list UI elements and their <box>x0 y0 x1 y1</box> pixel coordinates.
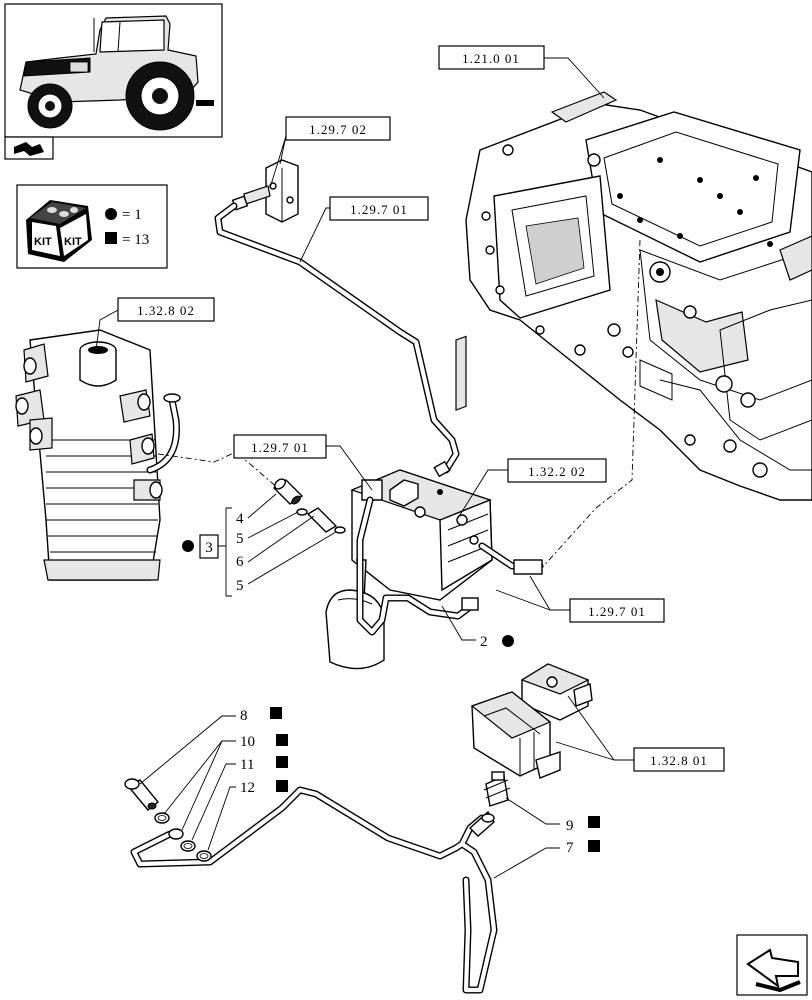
square-marker-icon <box>276 756 288 768</box>
leader-ref-1210 <box>544 57 605 99</box>
sensor-valve-upper <box>520 663 593 721</box>
leader-ref-12971-top <box>299 207 330 263</box>
callout-5b[interactable]: 5 <box>236 578 244 594</box>
fitting-8 <box>124 778 159 811</box>
ref-box-13222[interactable] <box>507 458 607 483</box>
leader-7 <box>493 847 560 879</box>
leader-2 <box>441 605 476 641</box>
ref-box-12972[interactable] <box>285 116 391 141</box>
ref-label-12972-top: 1.29.7 02 <box>309 122 367 137</box>
square-marker-icon <box>588 816 600 828</box>
ref-label-13222: 1.32.2 02 <box>528 464 586 479</box>
top-valve-block <box>231 159 299 223</box>
callout-3: 3 <box>205 540 213 556</box>
alignment-line-left <box>157 451 279 489</box>
callout-9[interactable]: 9 <box>566 818 574 834</box>
ref-label-13282: 1.32.8 02 <box>137 303 195 318</box>
return-pipe <box>214 202 460 478</box>
callout-2[interactable]: 2 <box>480 634 488 650</box>
ref-box-12971-top[interactable] <box>329 196 429 221</box>
callout-6[interactable]: 6 <box>236 554 244 570</box>
pipe-assembly-7 <box>130 786 498 994</box>
o-ring-10-inner <box>157 815 167 821</box>
leader-ref-13222 <box>457 469 508 519</box>
leader-ref-13281 <box>555 695 634 761</box>
square-marker-icon <box>105 232 117 244</box>
kit-legend: KIT KIT = 1 = 13 <box>16 184 168 269</box>
square-marker-icon <box>276 780 288 792</box>
circle-marker-icon <box>182 540 194 552</box>
ref-label-12971-right: 1.29.7 01 <box>588 604 646 619</box>
tractor-thumbnail-icon <box>4 3 223 160</box>
square-marker-icon <box>276 734 288 746</box>
o-ring-12-inner <box>199 853 209 859</box>
leader-11 <box>191 763 236 841</box>
group-box-3[interactable] <box>199 534 219 559</box>
sensor-valve-lower <box>470 691 561 779</box>
kit-box-icon <box>26 200 92 262</box>
leader-ref-12971-mid <box>326 445 373 491</box>
group-bracket <box>218 507 232 597</box>
callout-8[interactable]: 8 <box>240 708 248 724</box>
ref-label-12971-mid: 1.29.7 01 <box>251 440 309 455</box>
o-ring-11-inner <box>183 843 193 849</box>
o-ring-5b <box>334 526 346 534</box>
leader-12 <box>207 786 236 851</box>
callout-5a[interactable]: 5 <box>236 531 244 547</box>
fitting-11 <box>168 828 184 840</box>
circle-marker-icon <box>105 208 117 220</box>
circle-marker-icon <box>502 635 514 647</box>
callout-12[interactable]: 12 <box>240 780 255 796</box>
leader-5a <box>247 511 299 539</box>
fitting-4 <box>272 478 304 505</box>
callout-7[interactable]: 7 <box>566 840 574 856</box>
next-page-arrow-icon[interactable] <box>736 934 808 996</box>
leader-ref-13282 <box>95 309 119 351</box>
control-valve <box>325 335 544 670</box>
leader-ref-12972 <box>269 135 287 189</box>
square-marker-icon <box>270 707 282 719</box>
callout-10[interactable]: 10 <box>240 734 255 750</box>
leader-6 <box>247 515 315 563</box>
callout-4[interactable]: 4 <box>236 511 244 527</box>
callout-11[interactable]: 11 <box>240 757 254 773</box>
small-arrow-icon[interactable] <box>14 142 44 156</box>
ref-label-12971-top: 1.29.7 01 <box>350 202 408 217</box>
o-ring-5a <box>296 508 308 516</box>
kit-label-right: KIT <box>64 236 82 248</box>
filter-housing <box>15 329 181 581</box>
ref-label-13281: 1.32.8 01 <box>650 753 708 768</box>
ref-box-12971-right[interactable] <box>569 598 665 623</box>
fitting-9 <box>483 771 511 807</box>
ref-box-13281[interactable] <box>633 747 725 772</box>
transmission-housing <box>465 91 812 501</box>
kit-circle-quantity: = 1 <box>122 207 142 223</box>
leader-9 <box>505 797 560 825</box>
ref-box-1210[interactable] <box>438 45 545 70</box>
ref-box-13282[interactable] <box>117 297 215 322</box>
leader-ref-12971-right <box>495 575 570 611</box>
ref-label-1210: 1.21.0 01 <box>462 51 520 66</box>
leader-10 <box>163 740 236 831</box>
leader-5b <box>247 531 337 585</box>
kit-label-left: KIT <box>34 236 52 248</box>
kit-square-quantity: = 13 <box>122 232 149 248</box>
square-marker-icon <box>588 840 600 852</box>
leader-8 <box>139 715 236 785</box>
pipe-6 <box>306 507 338 533</box>
alignment-line-right <box>539 239 641 571</box>
ref-box-12971-mid[interactable] <box>233 434 327 459</box>
leader-4 <box>247 493 277 519</box>
